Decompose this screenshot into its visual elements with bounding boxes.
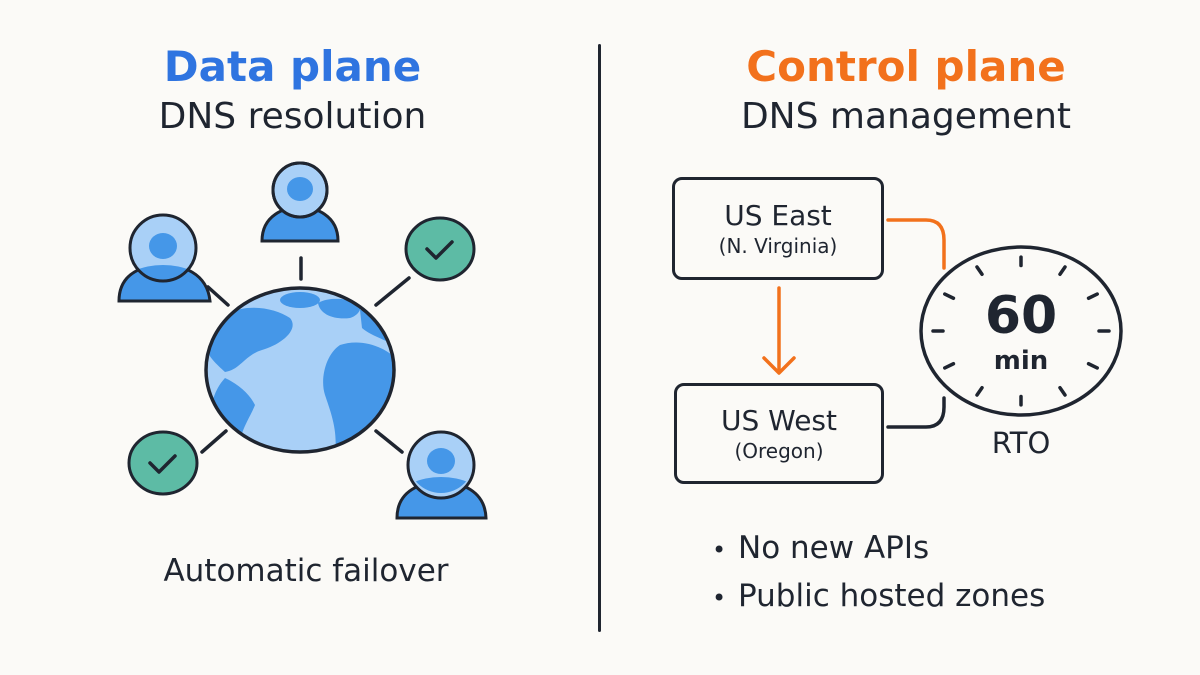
user-icon-top-left <box>117 213 212 303</box>
region-us-east: US East (N. Virginia) <box>672 177 884 280</box>
timer-tick <box>1058 265 1067 277</box>
timer-tick <box>943 292 956 300</box>
rto-label: RTO <box>991 426 1051 460</box>
user-icon-top <box>260 161 340 243</box>
east-to-timer-connector <box>886 218 946 270</box>
control-plane-title: Control plane <box>746 42 1066 91</box>
region-us-east-detail: (N. Virginia) <box>718 234 838 258</box>
feature-bullets: •No new APIs •Public hosted zones <box>712 525 1045 621</box>
failover-arrow-head <box>762 356 796 375</box>
timer-unit: min <box>993 346 1049 376</box>
timer-tick <box>943 362 956 370</box>
connector-lines <box>200 256 411 454</box>
connector-bottom-left <box>200 429 228 454</box>
timer-tick <box>975 385 984 397</box>
region-us-west-detail: (Oregon) <box>734 439 824 463</box>
data-plane-subtitle: DNS resolution <box>158 96 427 137</box>
timer-value: 60 <box>984 286 1058 346</box>
check-icon-bottom-left <box>127 430 199 496</box>
user-icon-bottom-right <box>395 430 488 520</box>
divider <box>598 44 601 632</box>
region-us-west-name: US West <box>720 404 837 437</box>
timer-tick <box>1086 292 1099 300</box>
orange-connectors <box>762 218 946 375</box>
region-us-west: US West (Oregon) <box>674 383 884 484</box>
connector-top-left <box>206 285 230 307</box>
timer-tick <box>1058 385 1067 397</box>
control-plane-subtitle: DNS management <box>740 96 1072 137</box>
west-to-timer-connector <box>886 396 946 429</box>
data-plane-caption: Automatic failover <box>163 553 449 589</box>
data-plane-title: Data plane <box>163 42 422 91</box>
connector-bottom-right <box>374 429 404 454</box>
globe-icon <box>204 286 396 454</box>
bullet-item: •Public hosted zones <box>712 578 1046 614</box>
region-us-east-name: US East <box>724 199 832 232</box>
timer-icon <box>919 245 1123 417</box>
timer-ticks <box>931 255 1111 407</box>
timer-tick <box>1086 362 1099 370</box>
check-icon-top-right <box>404 216 476 282</box>
connector-top-right <box>374 276 411 307</box>
timer-tick <box>975 265 984 277</box>
bullet-item: •No new APIs <box>712 530 930 566</box>
